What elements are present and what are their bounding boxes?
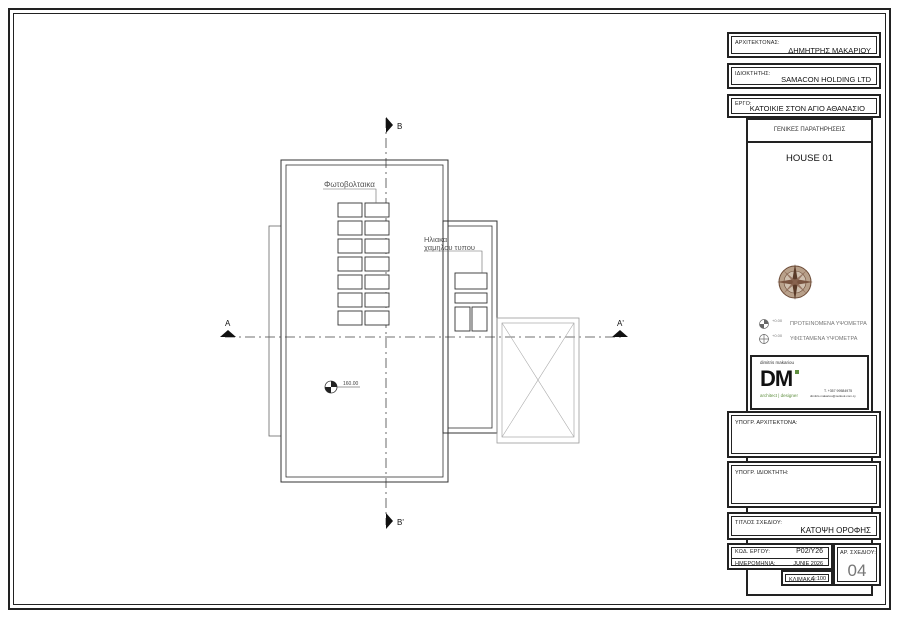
owner-box: ΙΔΙΟΚΤΗΤΗΣ: SAMACON HOLDING LTD [727, 63, 881, 89]
section-marker-b-top [386, 117, 393, 133]
legend-proposed-text: ΠΡΟΤΕΙΝΟΜΕΝΑ ΥΨΟΜΕΤΡΑ [790, 321, 867, 327]
scale-box: ΚΛΙΜΑΚΑ: 1:100 [781, 570, 833, 586]
proposed-level-symbol [759, 319, 769, 329]
owner-signature-label: ΥΠΟΓΡ. ΙΔΙΟΚΤΗΤΗ: [735, 470, 789, 476]
architect-value: ΔΗΜΗΤΡΗΣ ΜΑΚΑΡΙΟΥ [788, 46, 871, 55]
drawing-title-value: ΚΑΤΟΨΗ ΟΡΟΦΗΣ [800, 526, 871, 535]
solar-label-line1: Ηλιακα [424, 235, 448, 244]
existing-level-symbol [759, 334, 769, 344]
sheet-number-box: ΑΡ. ΣΧΕΔΙΟΥ: 04 [833, 543, 881, 586]
sheet-number-value: 04 [847, 561, 867, 580]
main-roof-outline [280, 159, 449, 483]
section-label-a-right: A' [617, 319, 624, 328]
pergola-inner [501, 322, 575, 438]
north-arrow-icon [777, 264, 813, 300]
drawing-title-box: ΤΙΤΛΟΣ ΣΧΕΔΙΟΥ: ΚΑΤΟΨΗ ΟΡΟΦΗΣ [727, 512, 881, 540]
section-marker-a-right [612, 330, 628, 337]
project-label: ΕΡΓΟ: [735, 101, 752, 107]
general-notes-title: ΓΕΝΙΚΕΣ ΠΑΡΑΤΗΡΗΣΕΙΣ [773, 127, 846, 133]
project-code-label: ΚΩΔ. ΕΡΓΟΥ: [735, 549, 770, 555]
pergola-outline [496, 317, 580, 444]
legend-existing-code: +0.00 [772, 333, 783, 338]
photovoltaic-label: Φωτοβολταικα [324, 180, 375, 189]
level-symbol [324, 380, 360, 394]
owner-value: SAMACON HOLDING LTD [781, 75, 871, 84]
date-value: JUNIE 2026 [793, 561, 823, 567]
logo-subtitle: architect | designer [760, 393, 798, 398]
project-code-value: P02/Y26 [796, 548, 823, 555]
legend-existing-text: ΥΦΙΣΤΑΜΕΝΑ ΥΨΟΜΕΤΡΑ [790, 336, 858, 342]
logo-mark-accent [795, 370, 799, 374]
section-marker-b-bottom [386, 513, 393, 529]
logo-email: dimitris.makariou@outlook.com.cy [810, 394, 856, 398]
solar-heaters [454, 272, 488, 332]
section-label-a-left: A [225, 319, 231, 328]
logo-name: dimitris makariou [760, 360, 795, 365]
legend-proposed-code: +0.00 [772, 318, 783, 323]
photovoltaic-leader [323, 188, 377, 203]
sheet-inner-border [13, 13, 886, 605]
architect-box: ΑΡΧΙΤΕΚΤΟΝΑΣ: ΔΗΜΗΤΡΗΣ ΜΑΚΑΡΙΟΥ [727, 32, 881, 58]
house-label: HOUSE 01 [786, 153, 833, 164]
sheet-number-label: ΑΡ. ΣΧΕΔΙΟΥ: [840, 550, 876, 556]
section-label-b-top: B [397, 122, 402, 131]
notes-divider [748, 141, 871, 143]
owner-label: ΙΔΙΟΚΤΗΤΗΣ: [735, 71, 771, 77]
architect-logo-box: dimitris makariou DM architect | designe… [750, 355, 869, 410]
section-marker-a-left [220, 330, 236, 337]
level-value: 160.00 [343, 381, 359, 387]
stair-block-parapet [447, 225, 493, 429]
side-wall-strip [268, 225, 282, 437]
solar-heater-leader [424, 250, 483, 273]
drawing-title-label: ΤΙΤΛΟΣ ΣΧΕΔΙΟΥ: [735, 520, 783, 526]
main-roof-parapet [285, 164, 444, 478]
architect-signature-box: ΥΠΟΓΡ. ΑΡΧΙΤΕΚΤΟΝΑ: [727, 411, 881, 458]
project-value: ΚΑΤΟΙΚΙΕ ΣΤΟΝ ΑΓΙΟ ΑΘΑΝΑΣΙΟ [749, 104, 865, 113]
section-label-b-bottom: B' [397, 518, 404, 527]
project-code-box: ΚΩΔ. ΕΡΓΟΥ: P02/Y26 ΗΜΕΡΟΜΗΝΙΑ: JUNIE 20… [727, 543, 833, 570]
scale-label: ΚΛΙΜΑΚΑ: [789, 577, 816, 583]
architect-label: ΑΡΧΙΤΕΚΤΟΝΑΣ: [735, 40, 780, 46]
pergola-cross-2 [501, 322, 575, 438]
architect-signature-label: ΥΠΟΓΡ. ΑΡΧΙΤΕΚΤΟΝΑ: [735, 420, 798, 426]
scale-value: 1:100 [812, 576, 826, 582]
project-box: ΕΡΓΟ: ΚΑΤΟΙΚΙΕ ΣΤΟΝ ΑΓΙΟ ΑΘΑΝΑΣΙΟ [727, 94, 881, 118]
sheet-outer-border [8, 8, 891, 610]
logo-phone: T. +357 99584975 [824, 389, 853, 393]
owner-signature-box: ΥΠΟΓΡ. ΙΔΙΟΚΤΗΤΗ: [727, 461, 881, 508]
photovoltaic-panels [337, 202, 390, 326]
solar-label-line2: χαμηλου τυπου [424, 243, 475, 252]
logo-mark: DM [760, 366, 793, 391]
date-label: ΗΜΕΡΟΜΗΝΙΑ: [735, 561, 776, 567]
